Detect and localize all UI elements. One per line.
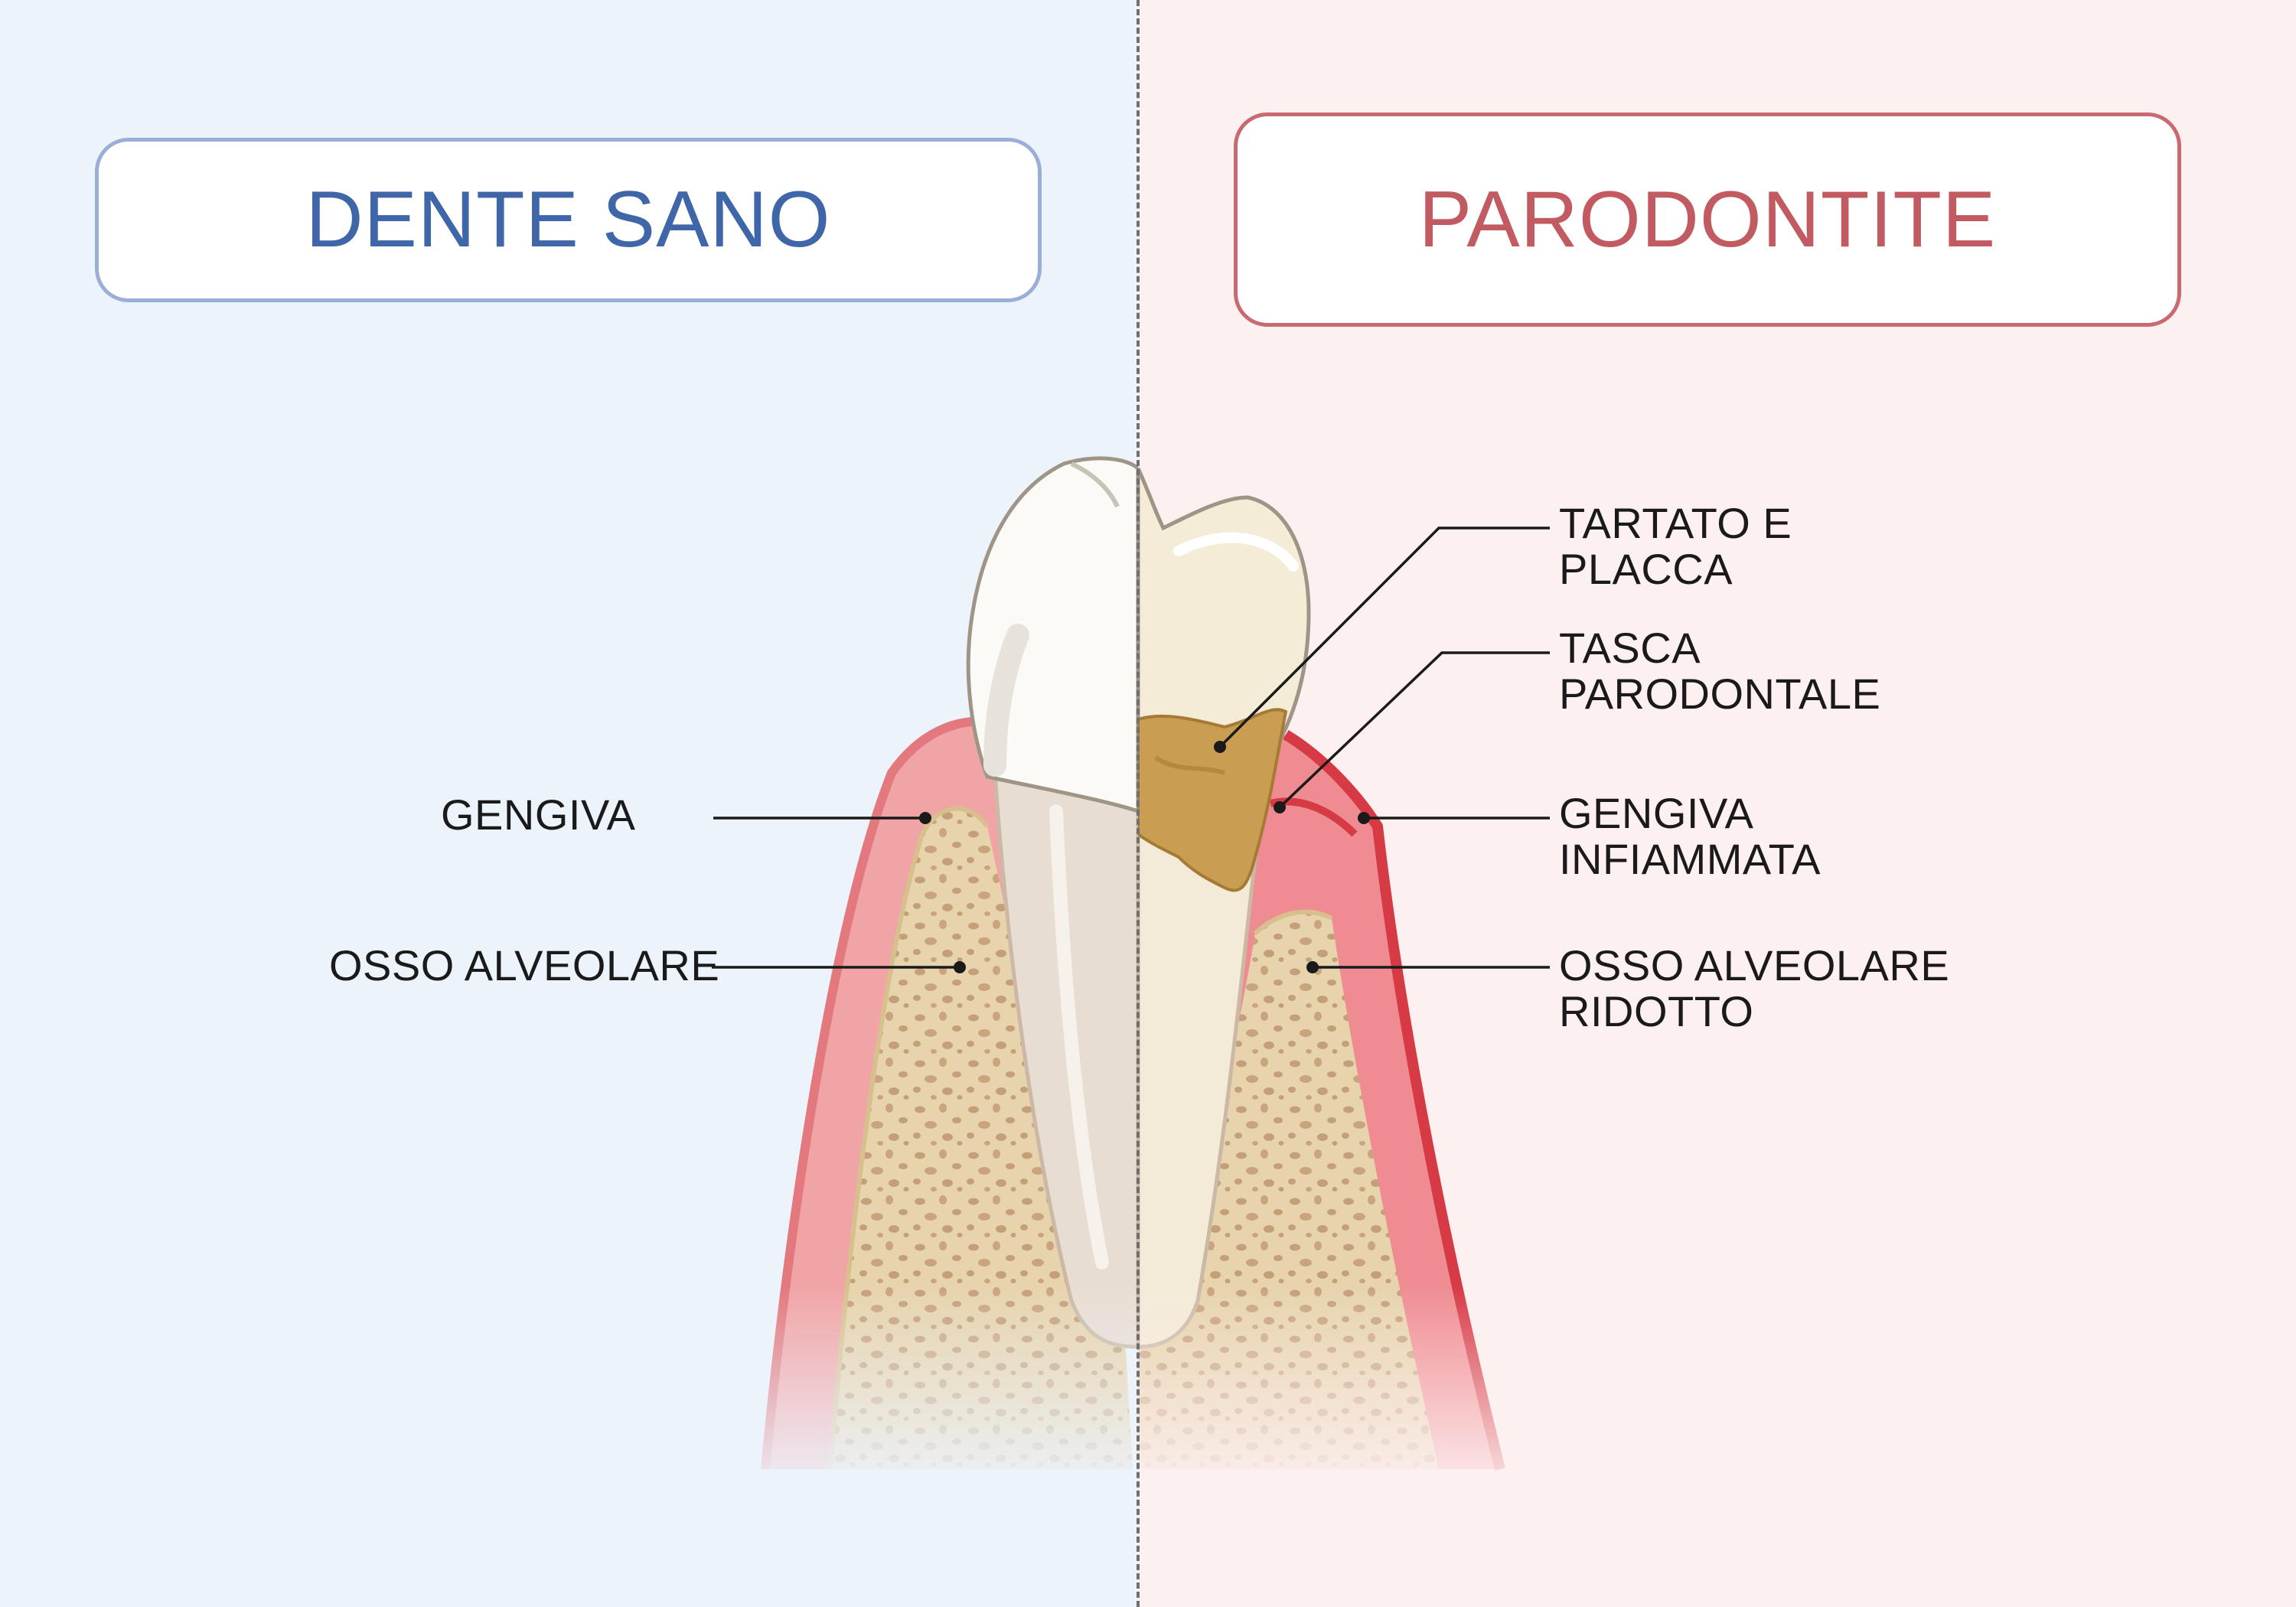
dot-pocket	[1274, 801, 1286, 813]
label-gum: GENGIVA	[441, 790, 636, 839]
dot-alveolar-bone	[954, 961, 966, 973]
periodontitis-title: PARODONTITE	[1234, 112, 2181, 327]
label-reduced-bone: OSSO ALVEOLARE RIDOTTO	[1559, 943, 1949, 1035]
label-tartar-plaque: TARTATO E PLACCA	[1559, 500, 1792, 592]
healthy-gum-edge	[761, 716, 996, 1470]
label-pocket-line-2: PARODONTALE	[1559, 670, 1881, 718]
healthy-crown	[966, 456, 1138, 813]
leader-lines	[712, 526, 1550, 969]
label-reduced-line-2: RIDOTTO	[1559, 987, 1754, 1035]
tartar-plaque	[1138, 708, 1288, 892]
label-inflamed-line-1: GENGIVA	[1559, 789, 1754, 837]
healthy-crown-cusp	[1070, 461, 1120, 508]
label-periodontal-pocket: TASCA PARODONTALE	[1559, 625, 1880, 717]
healthy-root-highlight	[1049, 804, 1109, 1270]
label-inflamed-line-2: INFIAMMATA	[1559, 835, 1821, 883]
periodontitis-root	[1138, 786, 1257, 1349]
label-tartar-line-1: TARTATO E	[1559, 499, 1792, 547]
dot-inflamed-gum	[1358, 812, 1370, 824]
label-pocket-line-1: TASCA	[1559, 624, 1701, 672]
dot-gum	[919, 812, 931, 824]
leader-dots	[919, 741, 1370, 973]
leader-tartar	[1218, 526, 1550, 748]
dot-tartar	[1214, 741, 1226, 753]
dot-reduced-bone	[1306, 961, 1319, 973]
healthy-title: DENTE SANO	[95, 138, 1042, 302]
label-alveolar-bone: OSSO ALVEOLARE	[329, 941, 720, 989]
reduced-bone-edge	[1253, 909, 1333, 936]
panel-divider	[1137, 0, 1140, 1607]
periodontitis-crown-highlight	[1173, 532, 1299, 572]
leader-pocket	[1278, 651, 1550, 809]
tartar-detail	[1154, 755, 1225, 775]
label-tartar-line-2: PLACCA	[1559, 545, 1733, 593]
label-reduced-line-1: OSSO ALVEOLARE	[1559, 941, 1950, 989]
periodontitis-tooth-group	[1138, 467, 1505, 1471]
label-inflamed-gum: GENGIVA INFIAMMATA	[1559, 790, 1821, 882]
healthy-bone	[830, 808, 1133, 1469]
inflamed-gum-edge	[1283, 729, 1505, 1471]
healthy-crown-shadow	[983, 624, 1029, 777]
reduced-bone	[1138, 911, 1439, 1469]
healthy-bone-edge	[828, 806, 990, 1470]
healthy-tooth-group	[761, 456, 1138, 1470]
